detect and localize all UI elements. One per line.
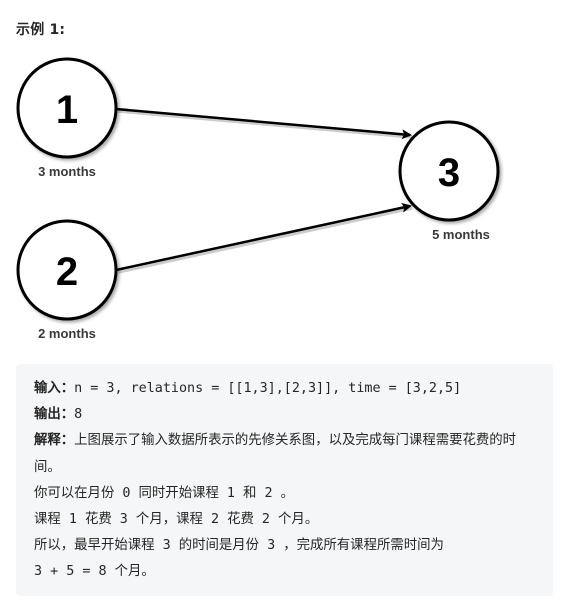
- explanation-text: 上图展示了输入数据所表示的先修关系图，以及完成每门课程需要花费的时间。: [34, 433, 517, 475]
- output-label: 输出：: [34, 407, 75, 423]
- explanation-detail-line: 3 + 5 = 8 个月。: [34, 564, 155, 580]
- edge-2-to-3: [115, 202, 413, 274]
- node-1: 1 3 months: [16, 57, 118, 179]
- output-line: 输出：8: [34, 402, 535, 428]
- node-2-duration: 2 months: [38, 326, 96, 341]
- node-2: 2 2 months: [16, 219, 118, 341]
- explanation-detail-line: 所以，最早开始课程 3 的时间是月份 3 ，完成所有课程所需时间为: [34, 538, 444, 554]
- explanation-detail-line: 你可以在月份 0 同时开始课程 1 和 2 。: [34, 485, 295, 501]
- example-heading: 示例 1:: [16, 22, 66, 38]
- edge-1-to-3: [115, 107, 413, 140]
- input-line: 输入：n = 3, relations = [[1,3],[2,3]], tim…: [34, 376, 535, 402]
- explanation-label: 解释：: [34, 433, 75, 449]
- explanation-detail-line: 课程 1 花费 3 个月，课程 2 花费 2 个月。: [34, 512, 319, 528]
- example-explanation-box: 输入：n = 3, relations = [[1,3],[2,3]], tim…: [16, 364, 553, 596]
- course-dependency-diagram: 1 3 months 2 2 months 3 5 months: [16, 57, 500, 341]
- node-1-duration: 3 months: [38, 164, 96, 179]
- input-value: n = 3, relations = [[1,3],[2,3]], time =…: [74, 381, 462, 396]
- output-value: 8: [74, 407, 83, 423]
- input-label: 输入：: [34, 381, 75, 396]
- node-1-label: 1: [56, 88, 78, 132]
- node-3: 3 5 months: [398, 120, 500, 242]
- node-3-duration: 5 months: [432, 227, 490, 242]
- explanation-line: 解释：上图展示了输入数据所表示的先修关系图，以及完成每门课程需要花费的时间。: [34, 428, 535, 480]
- node-2-label: 2: [56, 250, 78, 294]
- node-3-label: 3: [438, 151, 460, 195]
